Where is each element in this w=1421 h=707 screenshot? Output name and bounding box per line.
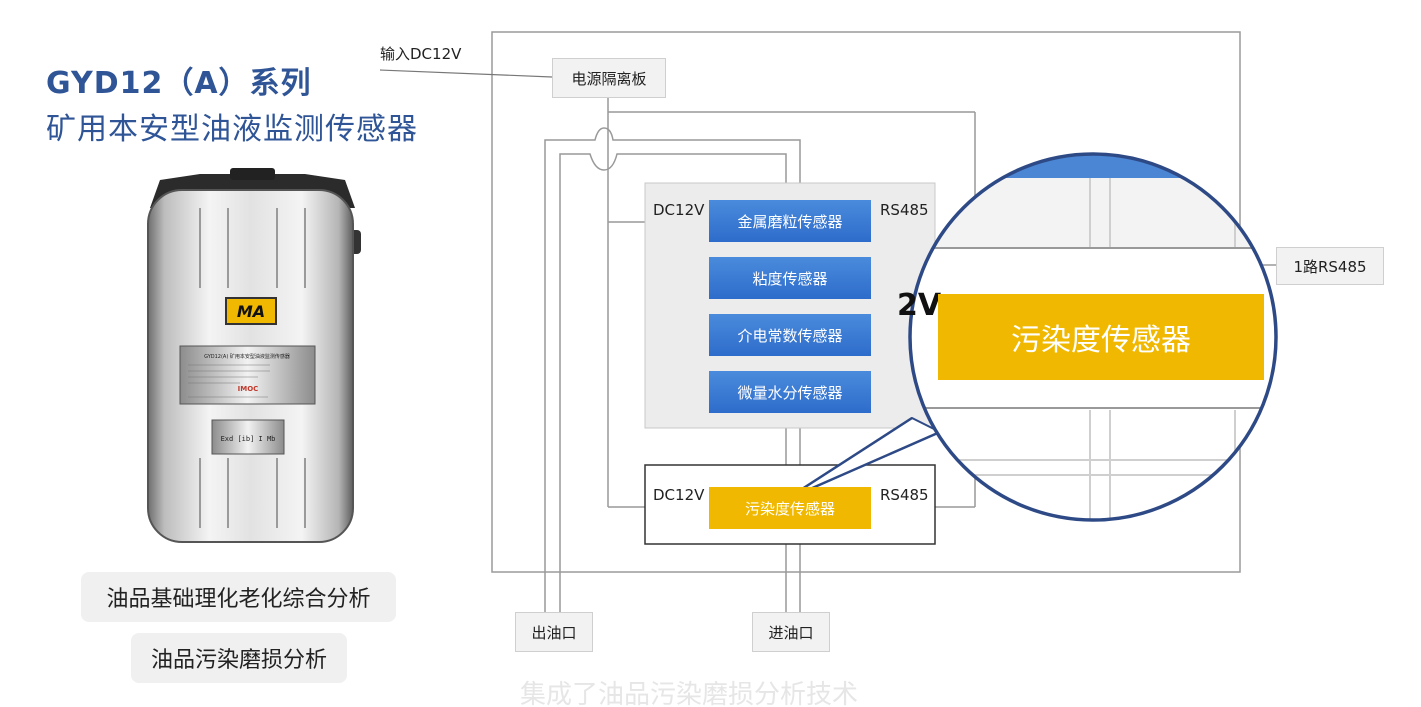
oil-inlet-label: 进油口 <box>752 612 830 652</box>
product-series-title: GYD12（A）系列 <box>46 66 312 101</box>
device-image: MA GYD12(A) 矿用本安型油液监测传感器 IMOC Exd [ib] I… <box>147 168 361 543</box>
moisture-sensor: 微量水分传感器 <box>709 371 871 413</box>
plate-text: GYD12(A) 矿用本安型油液监测传感器 <box>204 353 290 360</box>
viscosity-sensor: 粘度传感器 <box>709 257 871 299</box>
oil-outlet-label: 出油口 <box>515 612 593 652</box>
ma-badge-text: MA <box>237 302 265 321</box>
pollution-sensor: 污染度传感器 <box>709 487 871 529</box>
zoom-partial-voltage: 2V <box>897 288 942 323</box>
dielectric-sensor: 介电常数传感器 <box>709 314 871 356</box>
footer-caption: 集成了油品污染磨损分析技术 <box>520 680 859 707</box>
rs485-output-label: 1路RS485 <box>1276 247 1384 285</box>
lower-rs485-label: RS485 <box>880 486 929 504</box>
feature-chip: 油品污染磨损分析 <box>131 633 347 683</box>
ex-mark: Exd [ib] I Mb <box>221 435 276 443</box>
brand-logo: IMOC <box>238 385 259 393</box>
product-name-title: 矿用本安型油液监测传感器 <box>46 112 418 147</box>
power-isolation-board: 电源隔离板 <box>552 58 666 98</box>
metal-particle-sensor: 金属磨粒传感器 <box>709 200 871 242</box>
feature-chip: 油品基础理化老化综合分析 <box>81 572 396 622</box>
lower-dc12v-label: DC12V <box>653 486 705 504</box>
group-dc12v-label: DC12V <box>653 201 705 219</box>
input-voltage-label: 输入DC12V <box>380 45 462 63</box>
group-rs485-label: RS485 <box>880 201 929 219</box>
zoom-pollution-sensor: 污染度传感器 <box>938 294 1264 380</box>
